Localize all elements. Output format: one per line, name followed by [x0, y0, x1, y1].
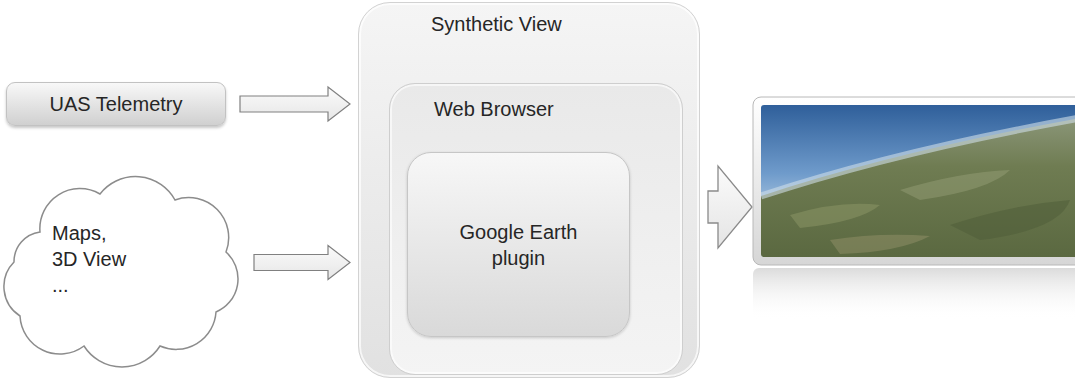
plugin-box: Google Earth plugin	[407, 152, 630, 337]
earth-view	[761, 105, 1075, 257]
block-arrow	[254, 246, 350, 280]
output-arrow	[708, 166, 752, 248]
box-label: Google Earth plugin	[444, 219, 594, 271]
screen-frame	[753, 97, 1075, 265]
box-title: Web Browser	[434, 96, 554, 122]
box-title: Synthetic View	[431, 11, 562, 37]
data-cloud: Maps, 3D View ...	[0, 170, 240, 355]
box-label: UAS Telemetry	[49, 91, 182, 117]
screen-reflection	[753, 268, 1075, 320]
browser-box: Web BrowserGoogle Earth plugin	[389, 83, 683, 375]
box-label: Maps, 3D View ...	[52, 220, 134, 298]
cloud-shape	[4, 177, 238, 367]
block-arrow	[240, 87, 350, 121]
source-box: UAS Telemetry	[6, 82, 226, 126]
container-box: Synthetic ViewWeb BrowserGoogle Earth pl…	[358, 2, 700, 378]
